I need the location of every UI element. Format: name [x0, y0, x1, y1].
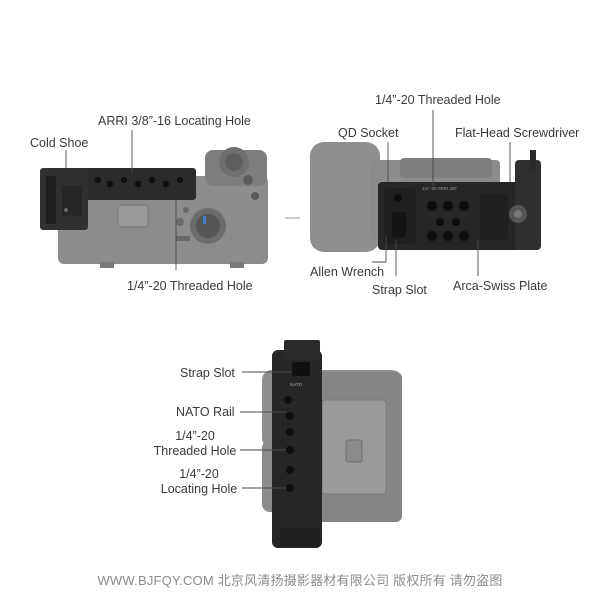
bottom-view-leader-lines — [372, 110, 511, 276]
camera-top-view: α6700 — [40, 130, 268, 270]
side-engraving: NATO — [290, 382, 303, 387]
label-side-threaded-hole-line2: Threaded Hole — [153, 444, 237, 458]
strap-slot-bottom — [392, 212, 406, 238]
label-bottom-threaded-hole: 1/4”-20 Threaded Hole — [375, 93, 501, 107]
label-arri-locating-hole: ARRI 3/8”-16 Locating Hole — [98, 114, 251, 128]
label-allen-wrench: Allen Wrench — [310, 265, 385, 279]
top-view-leader-lines — [65, 130, 177, 270]
label-side-locating-hole-line2: Locating Hole — [160, 482, 238, 496]
side-view-leader-lines — [240, 371, 292, 489]
label-cold-shoe: Cold Shoe — [30, 136, 89, 150]
label-arca-swiss-plate: Arca-Swiss Plate — [453, 279, 548, 293]
camera-hot-shoe — [117, 204, 149, 228]
camera-body-bottom — [310, 142, 380, 252]
label-side-locating-hole-line1: 1/4”-20 — [179, 467, 219, 481]
cage-side-plate — [272, 350, 322, 548]
label-qd-socket: QD Socket — [338, 126, 399, 140]
label-nato-rail: NATO Rail — [176, 405, 235, 419]
label-side-threaded-hole-line1: 1/4”-20 — [175, 429, 215, 443]
camera-side-view: NATO — [240, 340, 402, 548]
label-flat-head-screwdriver: Flat-Head Screwdriver — [455, 126, 580, 140]
camera-bottom-view: 1/4"-20 ARRI 3/8" — [310, 110, 541, 276]
label-strap-slot-side: Strap Slot — [180, 366, 235, 380]
arca-swiss-plate — [480, 194, 508, 240]
plate-engraving: 1/4"-20 ARRI 3/8" — [422, 186, 458, 191]
label-strap-slot-bottom: Strap Slot — [372, 283, 427, 297]
flat-head-screwdriver — [515, 160, 541, 250]
label-top-threaded-hole: 1/4”-20 Threaded Hole — [127, 279, 253, 293]
watermark: WWW.BJFQY.COM 北京风清扬摄影器材有限公司 版权所有 请勿盗图 — [97, 573, 503, 588]
label-side-locating-hole: 1/4”-20 Locating Hole — [156, 467, 242, 497]
cage-top-cold-shoe — [284, 340, 320, 360]
label-side-threaded-hole: 1/4”-20 Threaded Hole — [150, 429, 240, 459]
camera-bottom-lens-mount — [400, 158, 492, 178]
